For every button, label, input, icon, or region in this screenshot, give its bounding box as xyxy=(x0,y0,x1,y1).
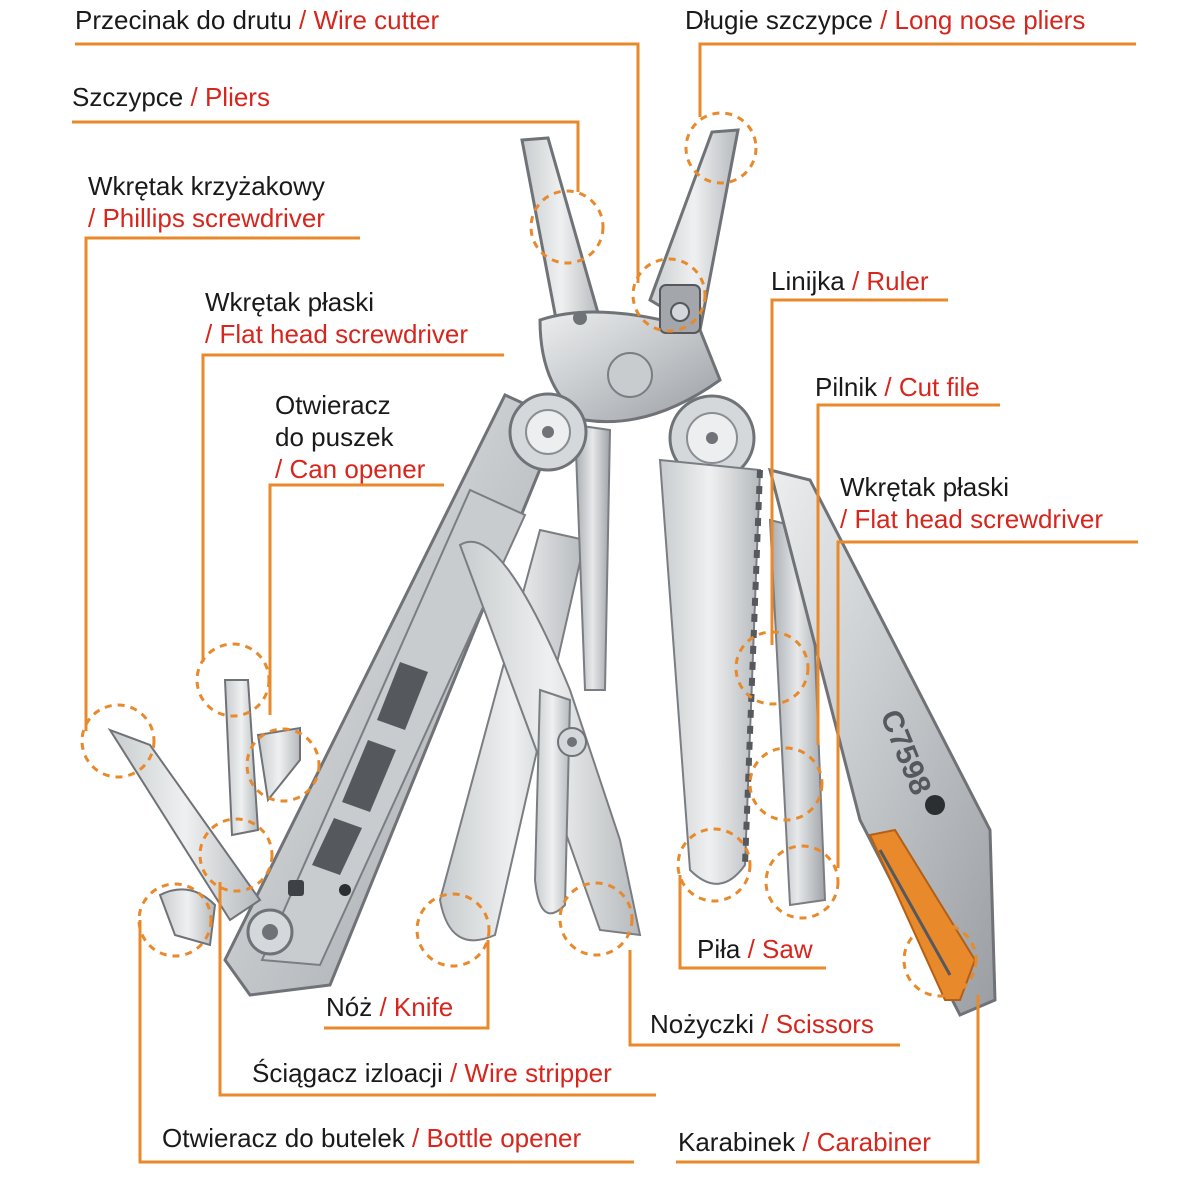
callout-bottle-opener xyxy=(137,882,213,958)
label-flat-head-right-en: / Flat head screwdriver xyxy=(840,504,1103,534)
callout-ruler xyxy=(734,630,810,706)
callout-circles xyxy=(80,111,978,998)
leader-bottle-opener xyxy=(138,920,634,1164)
leader-flat-head-left xyxy=(201,353,504,662)
label-pliers: Szczypce / Pliers xyxy=(72,81,270,113)
left-implements xyxy=(107,679,301,947)
label-can-opener-pl2: do puszek xyxy=(275,422,394,452)
label-wire-cutter: Przecinak do drutu / Wire cutter xyxy=(75,4,439,36)
right-implements xyxy=(658,458,827,907)
label-can-opener-pl1: Otwieracz xyxy=(275,390,391,420)
leader-carabiner xyxy=(676,995,980,1164)
callout-wire-cutter xyxy=(631,257,707,333)
label-wire-stripper-en: / Wire stripper xyxy=(449,1058,612,1088)
label-phillips-en: / Phillips screwdriver xyxy=(88,203,325,233)
label-flat-head-right: Wkrętak płaski / Flat head screwdriver xyxy=(840,471,1103,535)
leader-lines xyxy=(72,42,1138,1164)
pliers-head xyxy=(508,128,756,482)
middle-implements xyxy=(438,423,642,942)
label-carabiner-pl: Karabinek xyxy=(678,1127,796,1157)
label-scissors-pl: Nożyczki xyxy=(650,1009,755,1039)
leader-flat-head-right xyxy=(836,540,1138,868)
label-long-nose-pliers: Długie szczypce / Long nose pliers xyxy=(685,4,1085,36)
label-wire-cutter-pl: Przecinak do drutu xyxy=(75,5,292,35)
label-knife: Nóż / Knife xyxy=(326,991,453,1023)
label-flat-head-left-en: / Flat head screwdriver xyxy=(205,319,468,349)
label-flat-head-left-pl: Wkrętak płaski xyxy=(205,287,375,317)
label-cut-file-pl: Pilnik xyxy=(815,372,878,402)
leader-cut-file xyxy=(816,403,1000,745)
label-can-opener-en: / Can opener xyxy=(275,454,426,484)
leader-wire-stripper xyxy=(218,882,656,1097)
label-phillips: Wkrętak krzyżakowy / Phillips screwdrive… xyxy=(88,170,325,234)
label-bottle-opener: Otwieracz do butelek / Bottle opener xyxy=(162,1122,581,1154)
label-pliers-en: / Pliers xyxy=(190,82,270,112)
label-phillips-pl: Wkrętak krzyżakowy xyxy=(88,171,325,201)
label-saw-pl: Piła xyxy=(697,934,741,964)
leader-wire-cutter xyxy=(75,42,640,283)
label-bottle-opener-pl: Otwieracz do butelek xyxy=(162,1123,405,1153)
label-wire-cutter-en: / Wire cutter xyxy=(299,5,440,35)
leader-long-nose-pliers xyxy=(698,42,1136,117)
callout-flat-head-right xyxy=(764,844,840,920)
label-bottle-opener-en: / Bottle opener xyxy=(412,1123,582,1153)
leader-saw xyxy=(678,875,826,970)
label-cut-file-en: / Cut file xyxy=(884,372,980,402)
callout-scissors xyxy=(558,881,634,957)
label-cut-file: Pilnik / Cut file xyxy=(815,371,980,403)
label-ruler-pl: Linijka xyxy=(771,266,845,296)
label-knife-pl: Nóż xyxy=(326,992,373,1022)
label-carabiner: Karabinek / Carabiner xyxy=(678,1126,931,1158)
label-saw-en: / Saw xyxy=(747,934,813,964)
leader-scissors xyxy=(628,950,900,1047)
leader-ruler xyxy=(770,298,948,645)
multitool-illustration: C7598 xyxy=(107,128,997,1017)
leader-phillips xyxy=(84,236,360,731)
label-pliers-pl: Szczypce xyxy=(72,82,184,112)
label-long-nose-pliers-en: / Long nose pliers xyxy=(880,5,1086,35)
callout-long-nose-pliers xyxy=(684,111,758,185)
callout-knife xyxy=(415,892,491,968)
label-flat-head-left: Wkrętak płaski / Flat head screwdriver xyxy=(205,286,468,350)
callout-pliers xyxy=(529,189,605,265)
callout-carabiner xyxy=(902,922,978,998)
label-can-opener: Otwieracz do puszek / Can opener xyxy=(275,389,425,485)
callout-wire-stripper xyxy=(198,817,274,893)
label-wire-stripper-pl: Ściągacz izloacji xyxy=(252,1058,443,1088)
label-carabiner-en: / Carabiner xyxy=(802,1127,931,1157)
callout-phillips xyxy=(80,703,156,779)
label-flat-head-right-pl: Wkrętak płaski xyxy=(840,472,1010,502)
leader-can-opener xyxy=(268,483,444,715)
callout-saw xyxy=(676,827,752,903)
callout-can-opener xyxy=(245,727,321,803)
label-ruler-en: / Ruler xyxy=(851,266,929,296)
label-knife-en: / Knife xyxy=(379,992,454,1022)
label-ruler: Linijka / Ruler xyxy=(771,265,929,297)
label-long-nose-pliers-pl: Długie szczypce xyxy=(685,5,873,35)
label-saw: Piła / Saw xyxy=(697,933,813,965)
callout-flat-head-left xyxy=(195,642,271,718)
leader-knife xyxy=(324,940,490,1030)
leader-pliers xyxy=(72,120,580,192)
label-scissors-en: / Scissors xyxy=(761,1009,874,1039)
label-wire-stripper: Ściągacz izloacji / Wire stripper xyxy=(252,1057,612,1089)
right-handle: C7598 xyxy=(767,467,997,1017)
label-scissors: Nożyczki / Scissors xyxy=(650,1008,874,1040)
callout-cut-file xyxy=(748,746,824,822)
